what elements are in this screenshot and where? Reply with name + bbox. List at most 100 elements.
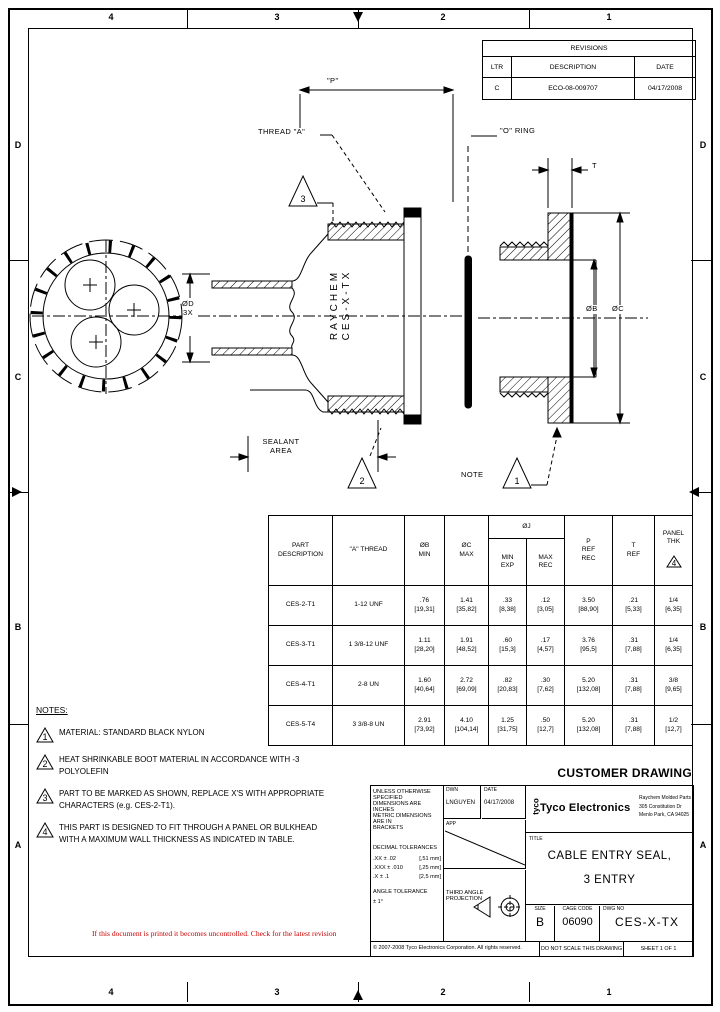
notes-title: NOTES: bbox=[36, 705, 68, 715]
sealant-area-label: SEALANT AREA bbox=[250, 437, 312, 455]
jmin-cell: .33[8,38] bbox=[488, 585, 527, 626]
zone-left-D: D bbox=[14, 140, 22, 150]
col-p-ref: P REF REC bbox=[564, 515, 613, 586]
dwg-no-label: DWG NO bbox=[603, 906, 625, 912]
sheet-number: SHEET 1 OF 1 bbox=[623, 942, 693, 957]
zone-bottom-1: 1 bbox=[606, 987, 612, 997]
flag-4-icon: 4 bbox=[36, 822, 54, 838]
tolerance-title: DECIMAL TOLERANCES bbox=[373, 845, 437, 851]
uncontrolled-copy-warning: If this document is printed it becomes u… bbox=[92, 929, 337, 938]
table-row: CES-5-T4 3 3/8-8 UN 2.91[73,92] 4.10[104… bbox=[268, 705, 693, 746]
thread-cell: 1-12 UNF bbox=[332, 585, 405, 626]
note-2: 2 HEAT SHRINKABLE BOOT MATERIAL IN ACCOR… bbox=[36, 754, 366, 777]
tb-dwg-no: DWG NO CES-X-TX bbox=[601, 906, 693, 941]
tick bbox=[8, 260, 28, 261]
jmax-cell: .17[4,57] bbox=[526, 625, 565, 666]
flag-2-number: 2 bbox=[359, 476, 364, 486]
flag-4-number: 4 bbox=[671, 559, 676, 568]
center-arrow-icon bbox=[353, 990, 363, 1000]
raychem-brand: RAYCHEM bbox=[329, 269, 340, 341]
tb-date: DATE 04/17/2008 bbox=[482, 786, 526, 819]
note-3: 3 PART TO BE MARKED AS SHOWN, REPLACE X'… bbox=[36, 788, 366, 811]
angle-tolerance-title: ANGLE TOLERANCE bbox=[373, 889, 428, 895]
zone-top-2: 2 bbox=[440, 12, 446, 22]
do-not-scale-note: DO NOT SCALE THIS DRAWING bbox=[539, 942, 623, 957]
customer-drawing-heading: CUSTOMER DRAWING bbox=[557, 766, 692, 780]
thread-cell: 2-8 UN bbox=[332, 665, 405, 706]
company-name: Tyco Electronics bbox=[540, 802, 631, 814]
cage-code-label: CAGE CODE bbox=[562, 906, 593, 912]
zone-right-B: B bbox=[699, 622, 707, 632]
part-cell: CES-3-T1 bbox=[268, 625, 333, 666]
third-angle-projection-icon bbox=[473, 895, 522, 919]
note-text: THIS PART IS DESIGNED TO FIT THROUGH A P… bbox=[59, 823, 318, 844]
p-cell: 5.20[132,08] bbox=[564, 705, 613, 746]
flag-3-number: 3 bbox=[300, 194, 305, 204]
tick bbox=[529, 8, 530, 28]
zone-top-4: 4 bbox=[108, 12, 114, 22]
jmax-cell: .50[12,7] bbox=[526, 705, 565, 746]
zone-right-D: D bbox=[699, 140, 707, 150]
spec-line: DIMENSIONS ARE INCHES bbox=[373, 801, 422, 813]
p-cell: 3.76[95,5] bbox=[564, 625, 613, 666]
tick bbox=[529, 982, 530, 1002]
size-label: SIZE bbox=[534, 906, 546, 912]
svg-text:2: 2 bbox=[42, 759, 47, 769]
area-word: AREA bbox=[269, 445, 293, 455]
tb-specifications: UNLESS OTHERWISE SPECIFIED DIMENSIONS AR… bbox=[371, 786, 444, 941]
dwn-label: DWN bbox=[446, 787, 458, 793]
cage-code-value: 06090 bbox=[562, 916, 593, 928]
spec-line: UNLESS OTHERWISE SPECIFIED bbox=[373, 789, 431, 801]
title-block: UNLESS OTHERWISE SPECIFIED DIMENSIONS AR… bbox=[370, 785, 694, 957]
zone-left-C: C bbox=[14, 372, 22, 382]
tb-drawn-by: DWN LNGUYEN bbox=[444, 786, 481, 819]
note-4: 4 THIS PART IS DESIGNED TO FIT THROUGH A… bbox=[36, 822, 366, 845]
c-cell: 4.10[104,14] bbox=[444, 705, 489, 746]
p-dimension-label: "P" bbox=[326, 76, 340, 86]
c-cell: 2.72[69,09] bbox=[444, 665, 489, 706]
raychem-part-number: CES-X-TX bbox=[340, 269, 352, 341]
zone-top-3: 3 bbox=[274, 12, 280, 22]
zone-bottom-2: 2 bbox=[440, 987, 446, 997]
t-dimension-label: T bbox=[592, 161, 597, 170]
dia-d-label: ØD 3X bbox=[178, 299, 198, 317]
tolerance-line: .XX ± .02[,51 mm] bbox=[373, 856, 441, 862]
note-text: MATERIAL: STANDARD BLACK NYLON bbox=[59, 728, 205, 737]
note-1: 1 MATERIAL: STANDARD BLACK NYLON bbox=[36, 727, 366, 743]
part-cell: CES-4-T1 bbox=[268, 665, 333, 706]
app-label: APP bbox=[446, 821, 457, 827]
tick bbox=[8, 724, 28, 725]
col-j-max-rec: MAX REC bbox=[526, 538, 565, 586]
thread-a-label: THREAD "A" bbox=[258, 127, 306, 136]
note-callout-label: NOTE bbox=[461, 470, 484, 479]
revisions-table: REVISIONS LTR DESCRIPTION DATE C ECO-08-… bbox=[482, 40, 696, 100]
tick bbox=[691, 260, 711, 261]
center-arrow-icon bbox=[12, 487, 22, 497]
zone-left-B: B bbox=[14, 622, 22, 632]
col-j-min-exp: MIN EXP bbox=[488, 538, 527, 586]
thread-cell: 3 3/8-8 UN bbox=[332, 705, 405, 746]
b-cell: 2.91[73,92] bbox=[404, 705, 445, 746]
projection-label: PROJECTION bbox=[446, 896, 483, 902]
t-cell: .31[7,88] bbox=[612, 625, 655, 666]
t-cell: .21[5,33] bbox=[612, 585, 655, 626]
tb-logo-cell: tyco Tyco Electronics Raychem Molded Par… bbox=[526, 786, 693, 833]
center-arrow-icon bbox=[689, 487, 699, 497]
tick bbox=[691, 492, 711, 493]
dia-d-count: 3X bbox=[183, 307, 193, 317]
company-address: Raychem Molded Parts 305 Constitution Dr… bbox=[639, 795, 691, 818]
tb-title-cell: TITLE CABLE ENTRY SEAL, 3 ENTRY bbox=[526, 834, 693, 905]
panel-cell: 1/4[6,35] bbox=[654, 625, 693, 666]
jmin-cell: .60[15,3] bbox=[488, 625, 527, 666]
blank-diagonal-line bbox=[445, 830, 525, 866]
spec-line: BRACKETS bbox=[373, 825, 404, 831]
zone-top-1: 1 bbox=[606, 12, 612, 22]
center-arrow-icon bbox=[353, 12, 363, 22]
flag-4-icon: 4 bbox=[665, 554, 682, 568]
flag-3-icon: 3 bbox=[36, 788, 54, 804]
tb-approved: APP bbox=[444, 820, 526, 869]
o-ring-label: "O" RING bbox=[500, 126, 536, 135]
tb-cage-code: CAGE CODE 06090 bbox=[556, 906, 600, 941]
flag-1-number: 1 bbox=[514, 476, 519, 486]
